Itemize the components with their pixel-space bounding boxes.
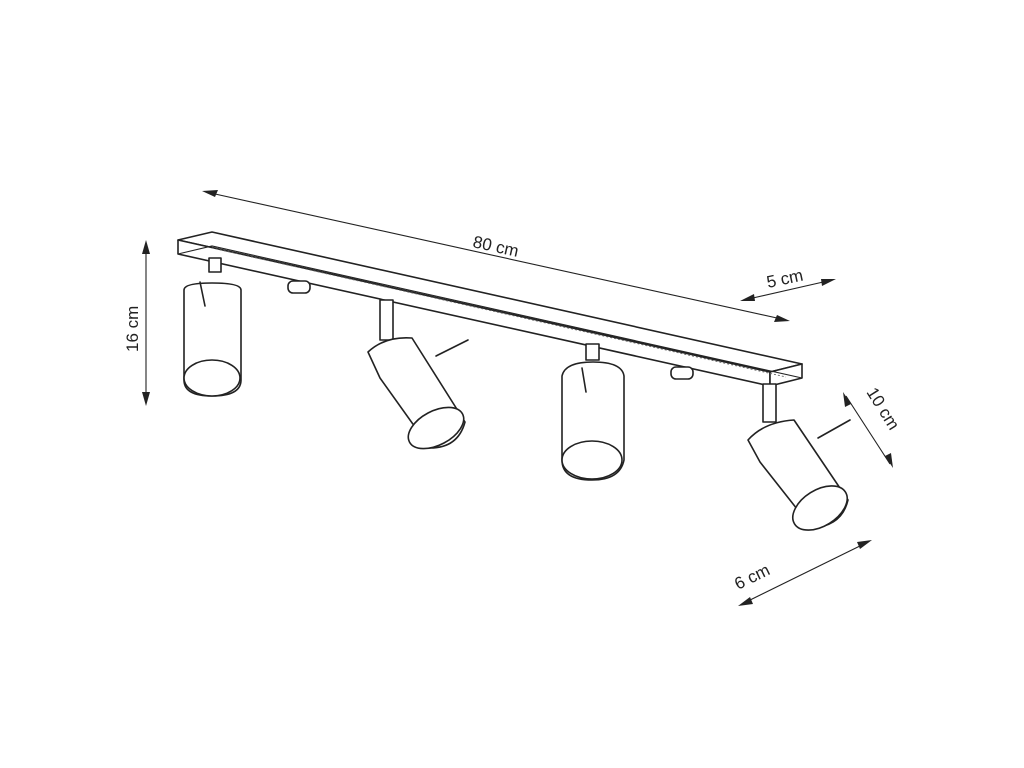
dimension-line-length	[205, 191, 787, 321]
dimension-label-shade-diameter: 6 cm	[731, 560, 772, 593]
spot-shade-opening	[407, 406, 465, 450]
arrowhead-icon	[740, 294, 755, 301]
spot-arm	[817, 419, 851, 439]
arrowhead-icon	[885, 453, 893, 468]
dimension-height: 16 cm	[123, 240, 150, 406]
spot-arm	[435, 339, 469, 357]
spot-arm	[581, 367, 587, 393]
arrowhead-icon	[843, 392, 851, 407]
dimension-label-length: 80 cm	[471, 232, 520, 260]
mount-cap-body	[287, 280, 311, 294]
dimension-label-shade-length: 10 cm	[863, 384, 904, 433]
mount-cap-1	[287, 280, 311, 294]
spotlight-3	[561, 343, 625, 481]
dimension-label-height: 16 cm	[123, 306, 142, 352]
spot-swivel-joint	[585, 343, 600, 361]
dimension-shade-length: 10 cm	[843, 384, 903, 468]
spotlight-1	[183, 257, 242, 397]
rail-underside-edge	[177, 245, 803, 379]
arrowhead-icon	[774, 315, 790, 322]
arrowhead-icon	[821, 279, 836, 286]
spot-shade-opening	[561, 440, 623, 480]
spot-swivel-stem	[379, 299, 394, 341]
arrowhead-icon	[202, 190, 218, 197]
spotlight-4	[747, 383, 851, 531]
arrowhead-icon	[738, 597, 753, 606]
mount-cap-body	[670, 366, 694, 380]
spot-swivel-joint	[208, 257, 222, 273]
spot-arm	[199, 281, 206, 307]
dimension-line-shade-diameter	[741, 541, 869, 605]
dimension-shade-diameter: 6 cm	[731, 540, 872, 606]
arrowhead-icon	[857, 540, 872, 549]
mount-cap-2	[670, 366, 694, 380]
dimension-line-shade-length	[845, 395, 891, 465]
spot-shade-opening	[183, 359, 241, 397]
arrowhead-icon	[142, 240, 150, 254]
dimension-width: 5 cm	[740, 266, 836, 301]
spot-shade-opening	[792, 485, 848, 531]
ceiling-rail	[177, 231, 803, 387]
spot-swivel-stem	[762, 383, 777, 423]
arrowhead-icon	[142, 392, 150, 406]
rail-front-face	[177, 239, 771, 387]
spotlight-2	[367, 299, 469, 450]
dimension-line-width	[743, 279, 833, 301]
